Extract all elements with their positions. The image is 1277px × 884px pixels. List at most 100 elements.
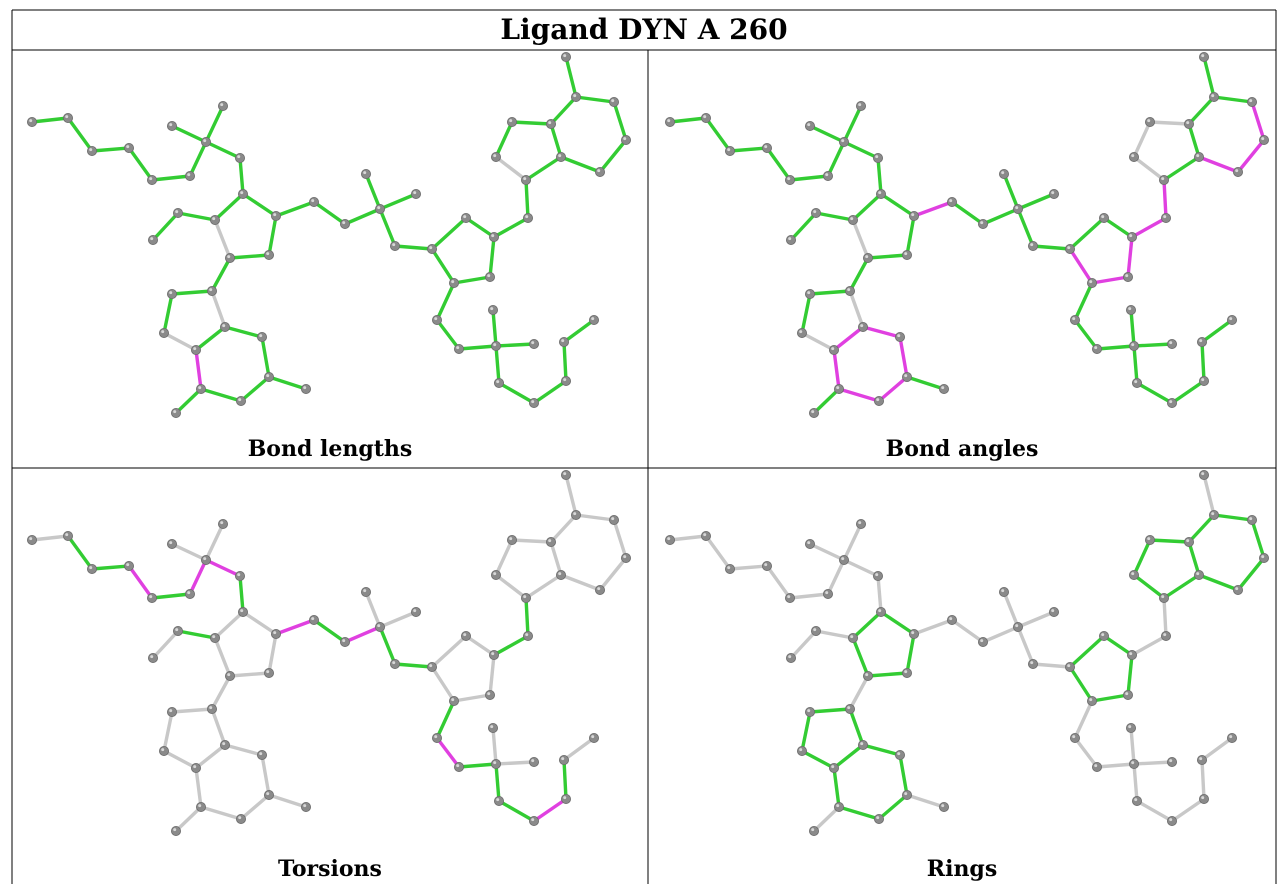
bond bbox=[1102, 216, 1134, 239]
bond bbox=[162, 292, 174, 335]
atom-highlight bbox=[491, 234, 495, 238]
atom-highlight bbox=[463, 633, 467, 637]
bond bbox=[1095, 344, 1136, 351]
bond bbox=[1130, 634, 1168, 657]
bond bbox=[950, 200, 985, 226]
bond bbox=[549, 540, 563, 577]
atom-highlight bbox=[209, 706, 213, 710]
atom-highlight bbox=[561, 339, 565, 343]
atom bbox=[1161, 631, 1172, 642]
atom-highlight bbox=[875, 573, 879, 577]
atom-highlight bbox=[1131, 761, 1135, 765]
bond bbox=[1236, 138, 1266, 174]
atom-highlight bbox=[1128, 307, 1132, 311]
bond bbox=[826, 140, 846, 178]
bond bbox=[378, 192, 418, 211]
bond bbox=[1031, 244, 1072, 251]
bond bbox=[199, 805, 243, 821]
atom-highlight bbox=[1072, 735, 1076, 739]
bond bbox=[452, 275, 492, 285]
atom-highlight bbox=[175, 628, 179, 632]
atom-highlight bbox=[531, 818, 535, 822]
bond bbox=[1148, 120, 1191, 126]
bond bbox=[162, 710, 174, 753]
atom-highlight bbox=[573, 94, 577, 98]
bond bbox=[524, 178, 530, 220]
bond bbox=[898, 335, 909, 379]
atom-highlight bbox=[203, 139, 207, 143]
atom-highlight bbox=[173, 828, 177, 832]
bond bbox=[1002, 172, 1020, 211]
bond bbox=[204, 104, 225, 144]
atom bbox=[665, 535, 676, 546]
atom-highlight bbox=[240, 609, 244, 613]
bond bbox=[150, 592, 192, 600]
atom bbox=[805, 539, 816, 550]
atom-highlight bbox=[1015, 624, 1019, 628]
bond bbox=[704, 116, 732, 153]
bond bbox=[905, 214, 916, 257]
bond bbox=[1250, 100, 1266, 142]
atom-highlight bbox=[1201, 472, 1205, 476]
bond bbox=[435, 318, 461, 351]
atom-highlight bbox=[1094, 764, 1098, 768]
bond bbox=[267, 214, 278, 257]
bond bbox=[267, 375, 308, 391]
bond bbox=[788, 592, 830, 600]
atom-highlight bbox=[429, 246, 433, 250]
atom-highlight bbox=[787, 595, 791, 599]
bond bbox=[267, 632, 278, 675]
bond bbox=[800, 749, 836, 770]
atom bbox=[823, 589, 834, 600]
atom-highlight bbox=[1128, 725, 1132, 729]
bond bbox=[267, 793, 308, 809]
atom-highlight bbox=[1147, 537, 1151, 541]
atom-highlight bbox=[1129, 234, 1133, 238]
bond bbox=[494, 344, 501, 385]
atom-highlight bbox=[1131, 572, 1135, 576]
bond bbox=[1126, 653, 1134, 697]
bond bbox=[176, 629, 217, 640]
bond bbox=[800, 710, 812, 753]
bond bbox=[876, 574, 883, 614]
bond bbox=[1129, 308, 1136, 348]
atom bbox=[725, 564, 736, 575]
atom bbox=[874, 814, 885, 825]
atom bbox=[839, 555, 850, 566]
atom-highlight bbox=[126, 563, 130, 567]
bond bbox=[491, 308, 498, 348]
bond bbox=[549, 95, 578, 126]
bond bbox=[861, 325, 902, 339]
atom-highlight bbox=[865, 255, 869, 259]
atom-highlight bbox=[266, 670, 270, 674]
bond bbox=[1016, 192, 1056, 211]
atom-highlight bbox=[1235, 169, 1239, 173]
bond bbox=[1031, 662, 1072, 669]
atom bbox=[1259, 553, 1270, 564]
bond bbox=[430, 634, 468, 669]
atom-highlight bbox=[623, 137, 627, 141]
bond bbox=[765, 146, 792, 182]
atom bbox=[947, 615, 958, 626]
bond bbox=[312, 618, 347, 644]
bond bbox=[435, 736, 461, 769]
atom-highlight bbox=[187, 173, 191, 177]
bond bbox=[1200, 318, 1234, 344]
atom-highlight bbox=[980, 639, 984, 643]
bond bbox=[1016, 207, 1035, 248]
bond bbox=[574, 95, 616, 104]
bond bbox=[430, 665, 456, 703]
bond bbox=[668, 116, 708, 124]
atom-highlight bbox=[1163, 633, 1167, 637]
atom-highlight bbox=[858, 521, 862, 525]
bond bbox=[176, 211, 217, 222]
atom bbox=[1099, 631, 1110, 642]
atom-highlight bbox=[1089, 698, 1093, 702]
atom-highlight bbox=[1161, 595, 1165, 599]
atom-highlight bbox=[788, 237, 792, 241]
bond bbox=[127, 146, 154, 182]
bond bbox=[1090, 693, 1130, 703]
atom-highlight bbox=[198, 804, 202, 808]
atom-highlight bbox=[1101, 633, 1105, 637]
